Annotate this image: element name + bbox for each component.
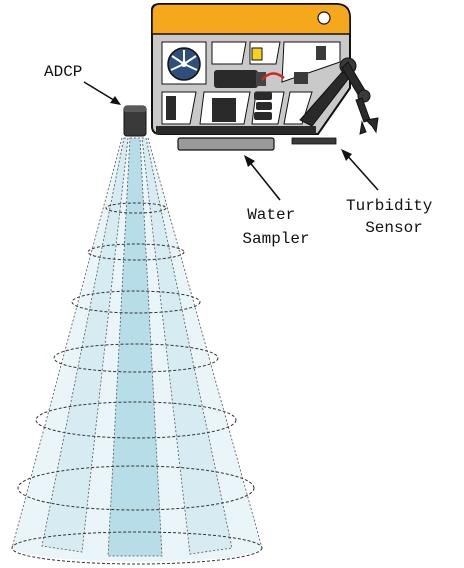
water-sampler-label-line2: Sampler <box>242 230 309 248</box>
propeller-icon <box>167 47 201 81</box>
turbidity-sensor-label: Turbidity Sensor <box>346 197 442 237</box>
water-sampler <box>177 137 275 151</box>
water-sampler-label-line1: Water <box>247 206 295 224</box>
red-cable <box>261 72 285 81</box>
range-ring-2 <box>87 243 185 261</box>
rov-float <box>151 3 351 35</box>
beam-strip-right <box>141 137 233 555</box>
turbidity-sensor-label-line1: Turbidity <box>346 197 433 215</box>
light-icon <box>251 47 308 84</box>
battery-stack <box>254 92 272 120</box>
adcp-arrow <box>83 81 121 105</box>
beam-edge-left <box>11 137 123 549</box>
range-ring-3 <box>71 290 201 314</box>
rov-vehicle <box>151 3 379 135</box>
adcp-beam-cone <box>11 137 263 565</box>
beam-strip-center <box>107 137 163 557</box>
turbidity-sensor-label-line2: Sensor <box>365 219 423 237</box>
robotic-arm-icon <box>299 57 379 135</box>
range-ring-7 <box>11 531 263 565</box>
electronics-housing <box>212 98 236 122</box>
range-ring-5 <box>35 401 237 439</box>
range-ring-1 <box>105 202 167 214</box>
camera-body <box>214 70 258 88</box>
beam-strip-left <box>41 137 129 553</box>
turbidity-sensor <box>291 137 337 145</box>
range-ring-6 <box>17 465 255 511</box>
beam-range-rings <box>11 202 263 565</box>
adcp-label: ADCP <box>44 63 82 81</box>
beam-edge-right <box>147 137 263 549</box>
rov-skid <box>156 126 316 134</box>
water-sampler-arrow <box>244 155 281 201</box>
range-ring-4 <box>53 343 219 373</box>
water-sampler-label: Water Sampler <box>242 206 309 248</box>
turbidity-sensor-arrow <box>341 149 379 191</box>
float-lift-point <box>317 11 331 25</box>
adcp-instrument <box>123 105 147 137</box>
vertical-thruster <box>166 96 176 120</box>
